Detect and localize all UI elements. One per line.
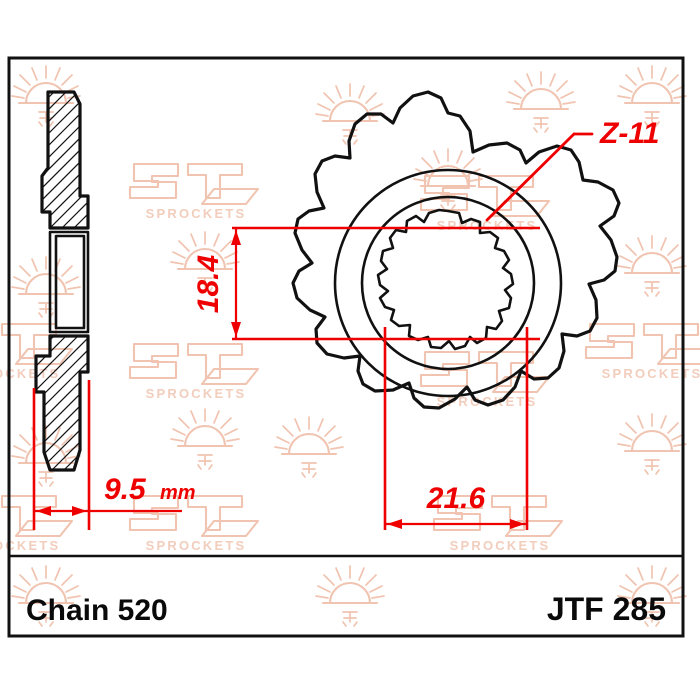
dim-label-21-6: 21.6 [426, 482, 486, 515]
sprocket-body-circle [333, 168, 563, 398]
dim-label-9-5-unit: mm [160, 482, 196, 504]
dim-arrow-9-5-left [36, 506, 51, 516]
section-web [48, 230, 90, 334]
dim-arrow-21-6-left [387, 519, 402, 529]
frame-border [7, 56, 685, 638]
section-bottom-flange [34, 334, 90, 472]
leader-line-z11 [485, 132, 576, 222]
section-web-inner [54, 234, 86, 330]
title-part-number: JTF 285 [547, 591, 666, 627]
sprocket-front-view [291, 90, 621, 410]
section-view [34, 90, 90, 472]
dim-arrow-18-4-up [231, 230, 241, 245]
callout-label-z11: Z-11 [599, 117, 659, 150]
title-chain-label: Chain 520 [26, 594, 168, 627]
dim-arrow-9-5-right [72, 506, 87, 516]
sprocket-hub-circle [360, 195, 536, 371]
dim-label-18-4: 18.4 [192, 254, 225, 313]
sprocket-spline-bore [376, 208, 515, 351]
drawing-frame: Chain 520 JTF 285 [7, 56, 685, 638]
dimension-layer: 18.4 21.6 9.5 mm Z-11 [32, 117, 659, 530]
sprocket-teeth-outline [291, 90, 621, 410]
dim-arrow-21-6-right [510, 519, 525, 529]
dim-label-9-5: 9.5 [104, 473, 147, 506]
dim-arrow-18-4-down [231, 322, 241, 337]
section-top-flange [40, 90, 90, 230]
